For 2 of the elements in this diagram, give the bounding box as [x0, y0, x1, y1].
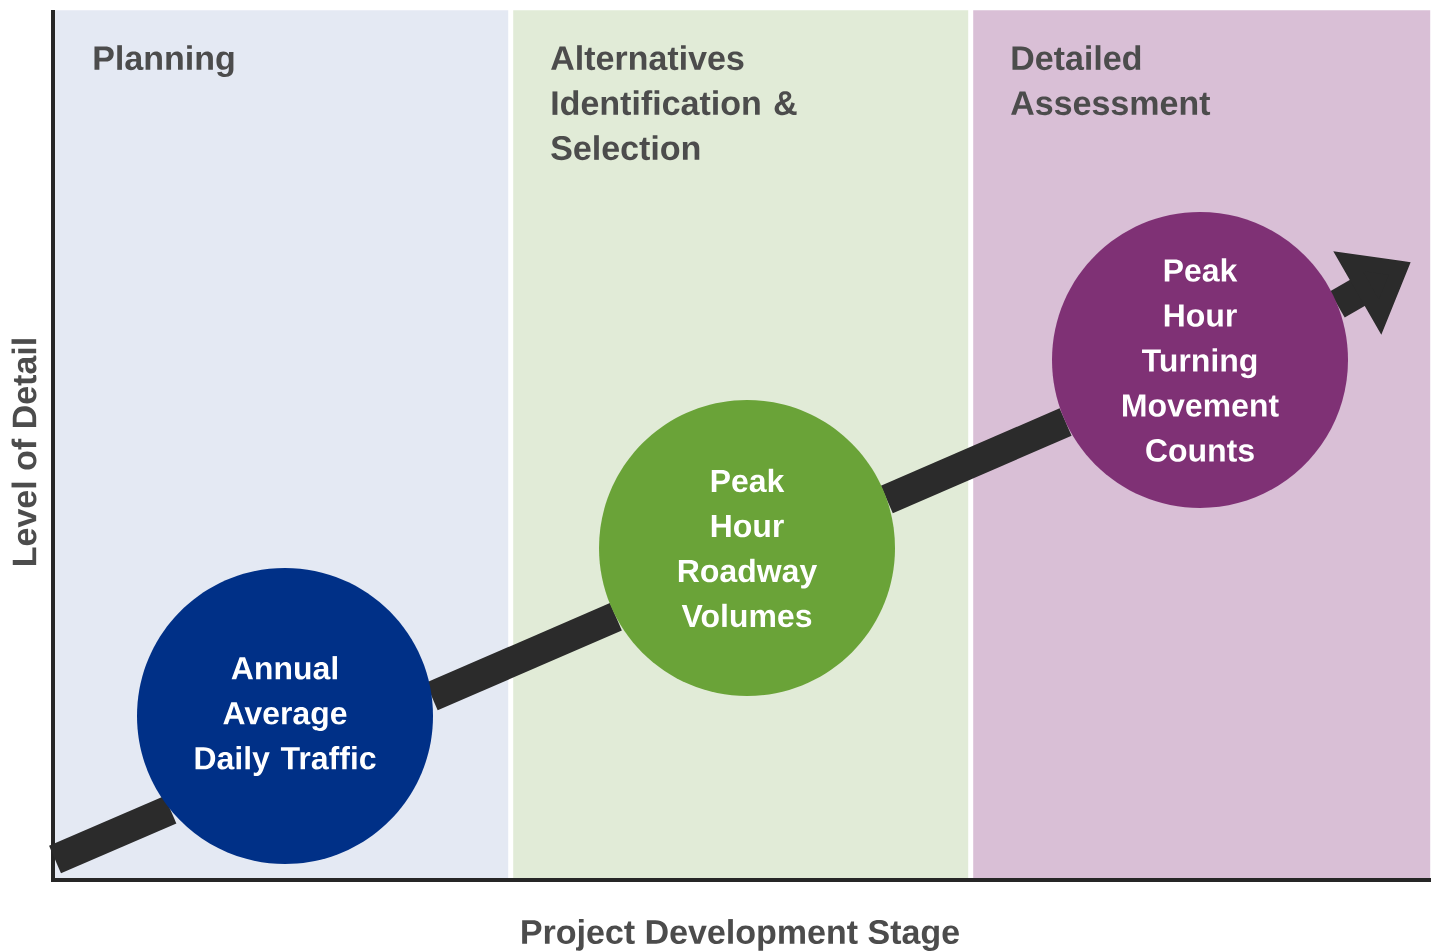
axis-label: Project Development Stage [522, 919, 959, 951]
axis-label: Level of Detail [11, 339, 37, 565]
